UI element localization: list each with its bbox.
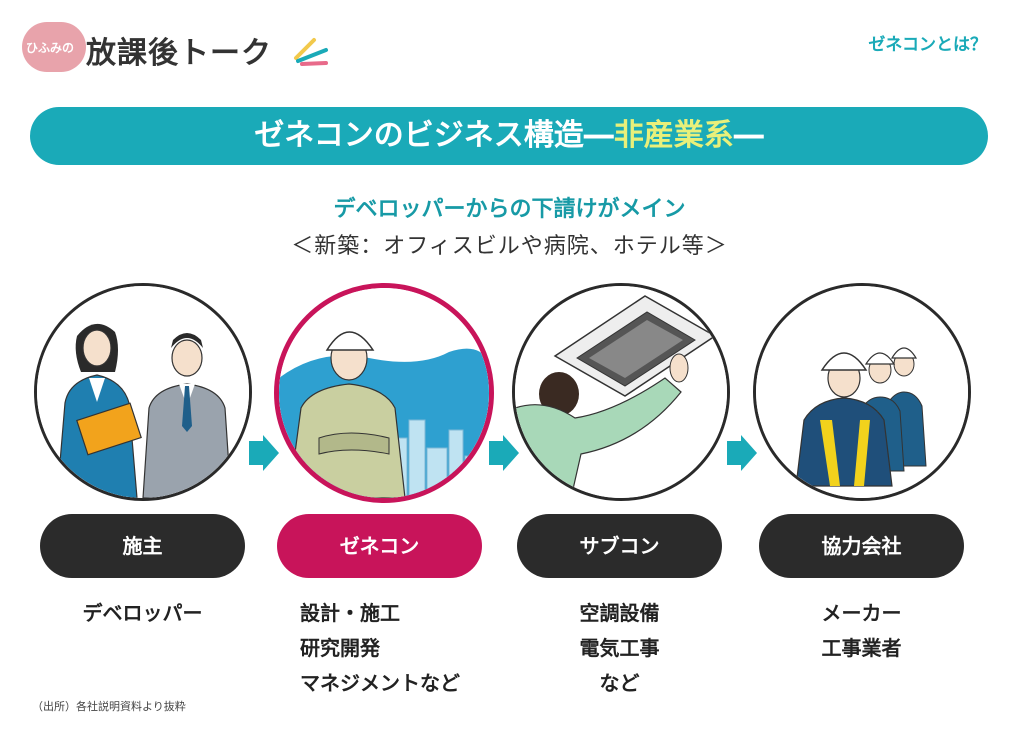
logo: ひふみの 放課後トーク	[22, 18, 328, 78]
spark-icon	[294, 38, 328, 66]
stage-general-contractor: ゼネコン	[277, 514, 482, 578]
arrow-right-icon	[249, 435, 279, 471]
description-line: デベロッパー	[82, 601, 203, 625]
description-line: 研究開発	[300, 636, 380, 660]
banner-title: ゼネコンのビジネス構造	[254, 118, 584, 153]
arrow-right-icon	[727, 435, 757, 471]
logo-badge: ひふみの	[22, 22, 86, 72]
description-line: 空調設備	[579, 601, 660, 625]
section-label: ゼネコンとは？	[868, 35, 987, 55]
logo-badge-text: ひふみの	[26, 41, 75, 55]
description-line: メーカー	[821, 601, 902, 625]
logo-title: 放課後トーク	[86, 36, 272, 71]
description-line: 工事業者	[821, 636, 902, 660]
subtitle-note: ＜新築：オフィスビルや病院、ホテル等＞	[291, 234, 728, 259]
general-contractor-description: 設計・施工 研究開発 マネジメントなど	[300, 596, 500, 701]
subcontractor-description: 空調設備 電気工事 など	[517, 596, 722, 701]
stage-client: 施主	[40, 514, 245, 578]
arrow-right-icon	[489, 435, 519, 471]
general-contractor-illustration	[274, 283, 494, 503]
description-line: など	[599, 671, 640, 695]
stage-partner-companies: 協力会社	[759, 514, 964, 578]
description-line: マネジメントなど	[300, 671, 460, 695]
subtitle-main: デベロッパーからの下請けがメイン	[333, 197, 686, 222]
source-note: （出所）各社説明資料より抜粋	[32, 700, 186, 713]
partner-companies-illustration	[753, 283, 971, 501]
description-line: 電気工事	[579, 636, 660, 660]
description-line: 設計・施工	[300, 601, 400, 625]
client-illustration	[34, 283, 252, 501]
banner-dash-left: ―	[583, 118, 614, 153]
subcontractor-illustration	[512, 283, 730, 501]
banner-dash-right: ―	[733, 118, 764, 153]
partner-companies-description: メーカー 工事業者	[759, 596, 964, 666]
stage-subcontractor: サブコン	[517, 514, 722, 578]
banner-highlight: 非産業系	[613, 118, 734, 153]
title-banner: ゼネコンのビジネス構造―非産業系―	[30, 107, 988, 165]
client-description: デベロッパー	[40, 596, 245, 631]
